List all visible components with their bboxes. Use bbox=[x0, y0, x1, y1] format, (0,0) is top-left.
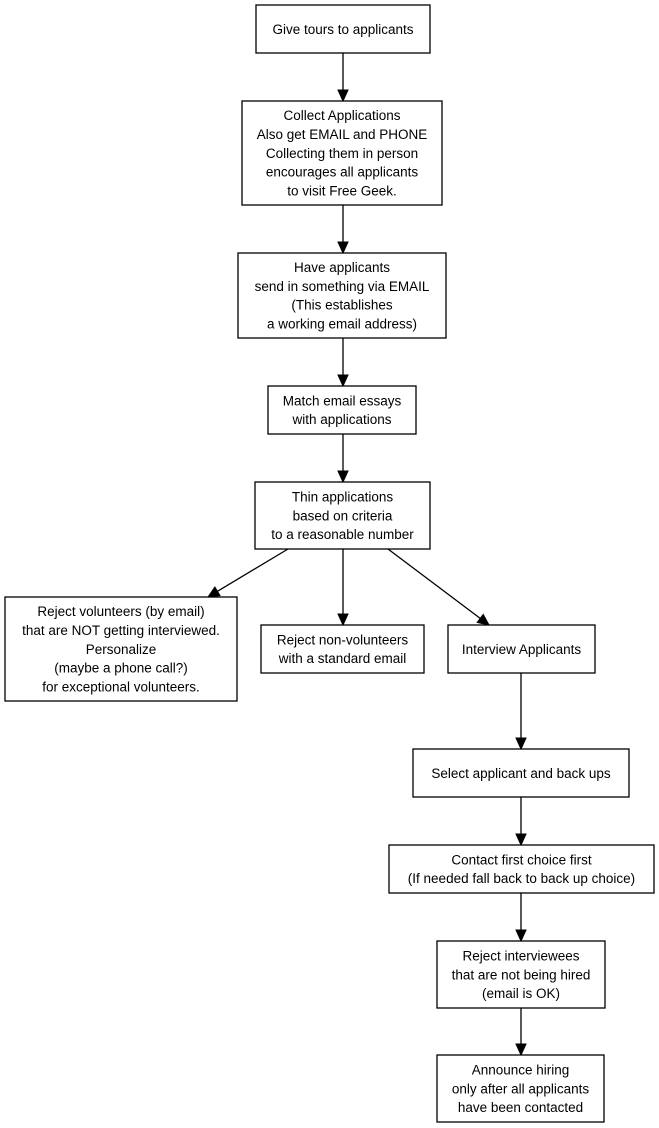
node-label-line: Personalize bbox=[86, 642, 157, 657]
edge-give-tours-to-collect-applications bbox=[337, 53, 349, 103]
node-label-line: have been contacted bbox=[458, 1100, 583, 1115]
node-label-line: Contact first choice first bbox=[451, 852, 592, 867]
edge-thin-applications-to-reject-non-volunteers bbox=[337, 549, 349, 627]
node-box bbox=[267, 385, 417, 435]
node-reject-interviewees: Reject interviewees that are not being hi… bbox=[436, 940, 606, 1009]
node-label-line: Announce hiring bbox=[472, 1063, 570, 1078]
node-label-line: Reject volunteers (by email) bbox=[37, 604, 204, 619]
node-announce-hiring: Announce hiring only after all applicants… bbox=[436, 1054, 605, 1123]
node-label-line: (If needed fall back to back up choice) bbox=[408, 871, 635, 886]
node-thin-applications: Thin applications based on criteria to a r… bbox=[254, 481, 431, 550]
node-label-line: encourages all applicants bbox=[266, 165, 419, 180]
node-label-line: Collecting them in person bbox=[266, 146, 418, 161]
edge-thin-applications-to-interview-applicants bbox=[387, 548, 490, 626]
node-give-tours: Give tours to applicants bbox=[255, 4, 431, 54]
edges-layer bbox=[206, 53, 527, 1057]
node-label-line: that are NOT getting interviewed. bbox=[22, 623, 220, 638]
arrowhead-icon bbox=[515, 737, 527, 751]
node-label-line: Give tours to applicants bbox=[272, 22, 413, 37]
node-contact-first-choice: Contact first choice first (If needed fal… bbox=[388, 844, 655, 894]
node-label-line: with a standard email bbox=[278, 651, 407, 666]
node-box bbox=[241, 100, 443, 206]
node-box bbox=[436, 1054, 605, 1123]
node-reject-volunteers: Reject volunteers (by email) that are NOT… bbox=[4, 596, 238, 702]
node-select-applicant: Select applicant and back ups bbox=[412, 748, 630, 798]
arrowhead-icon bbox=[515, 929, 527, 943]
edge-thin-applications-to-reject-volunteers bbox=[206, 548, 289, 598]
node-box bbox=[436, 940, 606, 1009]
arrowhead-icon bbox=[337, 89, 349, 103]
node-label-line: (This establishes bbox=[291, 298, 393, 313]
node-label-line: Reject interviewees bbox=[462, 949, 579, 964]
node-label-line: (email is OK) bbox=[482, 986, 560, 1001]
node-match-essays: Match email essays with applications bbox=[267, 385, 417, 435]
edge-line bbox=[217, 548, 289, 592]
node-label-line: Select applicant and back ups bbox=[431, 766, 611, 781]
edge-line bbox=[387, 548, 481, 619]
node-label-line: to a reasonable number bbox=[271, 527, 414, 542]
node-label-line: Also get EMAIL and PHONE bbox=[257, 127, 428, 142]
node-email-submission: Have applicants send in something via EMA… bbox=[237, 252, 447, 339]
node-reject-non-volunteers: Reject non-volunteers with a standard ema… bbox=[260, 624, 425, 674]
edge-email-submission-to-match-essays bbox=[337, 338, 349, 388]
node-box bbox=[388, 844, 655, 894]
node-box bbox=[447, 624, 596, 674]
node-box bbox=[255, 4, 431, 54]
arrowhead-icon bbox=[337, 374, 349, 388]
node-label-line: based on criteria bbox=[293, 508, 393, 523]
node-box bbox=[412, 748, 630, 798]
arrowhead-icon bbox=[337, 470, 349, 484]
arrowhead-icon bbox=[476, 613, 490, 626]
arrowhead-icon bbox=[337, 241, 349, 255]
node-label-line: Thin applications bbox=[292, 490, 394, 505]
node-label-line: Interview Applicants bbox=[462, 642, 582, 657]
arrowhead-icon bbox=[515, 1043, 527, 1057]
node-box bbox=[237, 252, 447, 339]
node-label-line: that are not being hired bbox=[452, 967, 591, 982]
node-label-line: Have applicants bbox=[294, 260, 390, 275]
node-label-line: for exceptional volunteers. bbox=[42, 679, 200, 694]
node-label-line: to visit Free Geek. bbox=[287, 183, 397, 198]
edge-collect-applications-to-email-submission bbox=[337, 205, 349, 255]
node-box bbox=[4, 596, 238, 702]
node-label-line: with applications bbox=[291, 412, 391, 427]
edge-interview-applicants-to-select-applicant bbox=[515, 673, 527, 751]
edge-match-essays-to-thin-applications bbox=[337, 434, 349, 484]
node-interview-applicants: Interview Applicants bbox=[447, 624, 596, 674]
edge-reject-interviewees-to-announce-hiring bbox=[515, 1008, 527, 1057]
node-label-line: Collect Applications bbox=[283, 108, 400, 123]
node-label-line: (maybe a phone call?) bbox=[54, 661, 188, 676]
edge-select-applicant-to-contact-first-choice bbox=[515, 797, 527, 847]
node-label-line: send in something via EMAIL bbox=[255, 279, 430, 294]
edge-contact-first-choice-to-reject-interviewees bbox=[515, 893, 527, 943]
node-label-line: only after all applicants bbox=[452, 1081, 590, 1096]
node-label-line: Match email essays bbox=[283, 393, 402, 408]
node-box bbox=[260, 624, 425, 674]
arrowhead-icon bbox=[515, 833, 527, 847]
arrowhead-icon bbox=[206, 586, 221, 598]
arrowhead-icon bbox=[337, 613, 349, 627]
node-box bbox=[254, 481, 431, 550]
node-label-line: a working email address) bbox=[267, 317, 417, 332]
node-label-line: Reject non-volunteers bbox=[277, 632, 409, 647]
